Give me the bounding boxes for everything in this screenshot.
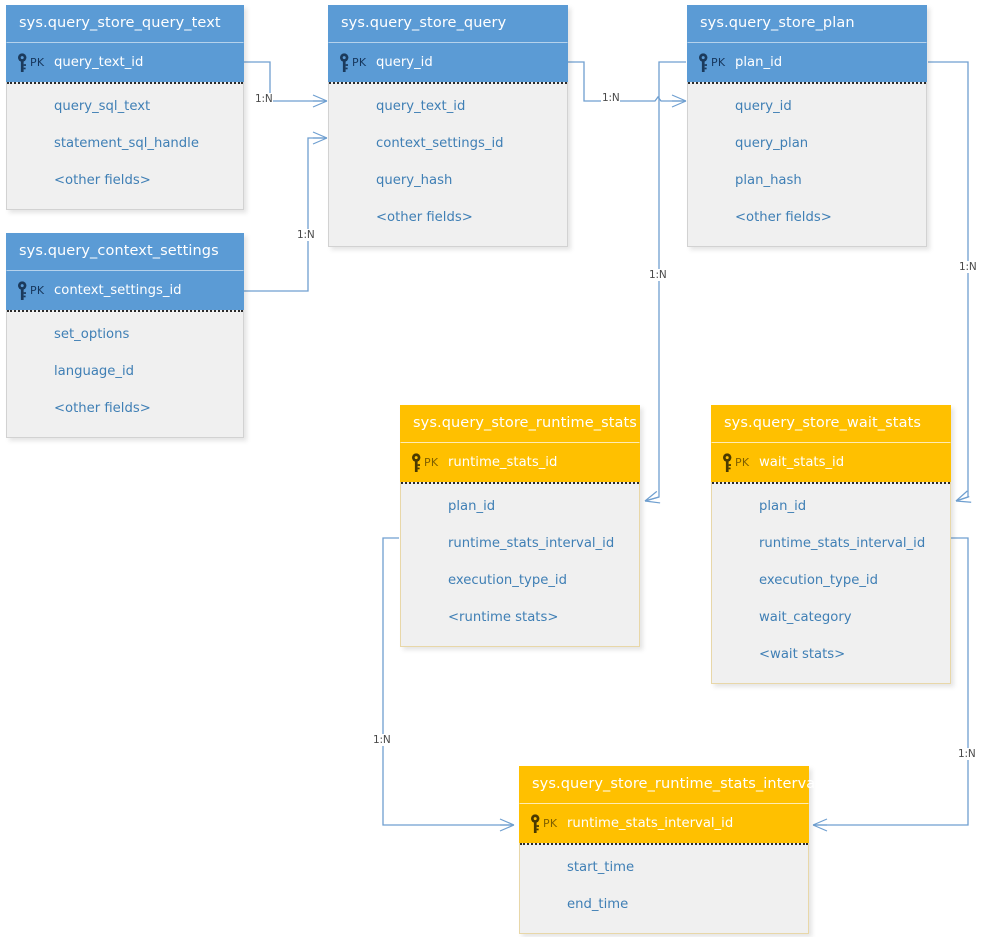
cardinality-label: 1:N (296, 229, 316, 241)
key-icon: PK (520, 813, 567, 834)
key-icon: PK (401, 452, 448, 473)
pk-badge: PK (30, 284, 45, 297)
key-icon: PK (329, 52, 376, 73)
pk-separator (401, 482, 639, 484)
connector-context_settings-to-query (244, 131, 328, 292)
field-row: runtime_stats_interval_id (448, 536, 615, 551)
field-row: statement_sql_handle (54, 136, 199, 151)
entity-primary-key-row[interactable]: PK wait_stats_id (711, 442, 951, 482)
entity-primary-key-row[interactable]: PK context_settings_id (6, 270, 244, 310)
cardinality-label: 1:N (601, 92, 621, 104)
entity-fields: set_options language_id <other fields> (6, 310, 244, 438)
entity-fields: plan_id runtime_stats_interval_id execut… (400, 482, 640, 647)
cardinality-label: 1:N (958, 261, 978, 273)
field-row: plan_id (448, 499, 496, 514)
field-row: <runtime stats> (448, 610, 559, 625)
entity-fields: query_id query_plan plan_hash <other fie… (687, 82, 927, 247)
pk-badge: PK (424, 456, 439, 469)
entity-title: sys.query_store_query_text (6, 5, 244, 42)
pk-badge: PK (543, 817, 558, 830)
entity-query-store-runtime-stats[interactable]: sys.query_store_runtime_stats PK runtime… (400, 405, 643, 650)
pk-separator (520, 843, 808, 845)
entity-fields: query_sql_text statement_sql_handle <oth… (6, 82, 244, 210)
pk-field-name: plan_id (735, 55, 783, 70)
field-row: wait_category (759, 610, 852, 625)
field-row: language_id (54, 364, 135, 379)
field-row: <other fields> (376, 210, 473, 225)
field-row: query_plan (735, 136, 809, 151)
pk-separator (7, 82, 243, 84)
field-row: context_settings_id (376, 136, 504, 151)
pk-badge: PK (352, 56, 367, 69)
entity-query-store-wait-stats[interactable]: sys.query_store_wait_stats PK wait_stats… (711, 405, 954, 687)
connector-query-to-plan (568, 61, 687, 108)
key-icon: PK (712, 452, 759, 473)
cardinality-label: 1:N (648, 269, 668, 281)
pk-badge: PK (735, 456, 750, 469)
field-row: query_id (735, 99, 792, 114)
entity-primary-key-row[interactable]: PK query_id (328, 42, 568, 82)
entity-primary-key-row[interactable]: PK query_text_id (6, 42, 244, 82)
entity-query-store-query-text[interactable]: sys.query_store_query_text PK query_text… (6, 5, 247, 213)
entity-primary-key-row[interactable]: PK plan_id (687, 42, 927, 82)
field-row: query_sql_text (54, 99, 151, 114)
entity-query-store-plan[interactable]: sys.query_store_plan PK plan_id query_id… (687, 5, 930, 250)
pk-badge: PK (30, 56, 45, 69)
field-row: runtime_stats_interval_id (759, 536, 926, 551)
entity-primary-key-row[interactable]: PK runtime_stats_interval_id (519, 803, 809, 843)
entity-title: sys.query_store_wait_stats (711, 405, 951, 442)
entity-fields: query_text_id context_settings_id query_… (328, 82, 568, 247)
entity-title: sys.query_context_settings (6, 233, 244, 270)
entity-fields: start_time end_time (519, 843, 809, 934)
field-row: <other fields> (54, 173, 151, 188)
pk-field-name: context_settings_id (54, 283, 182, 298)
entity-query-store-runtime-stats-interval[interactable]: sys.query_store_runtime_stats_interval P… (519, 766, 819, 937)
entity-fields: plan_id runtime_stats_interval_id execut… (711, 482, 951, 684)
pk-field-name: query_id (376, 55, 433, 70)
connector-plan-to-runtime_stats (644, 61, 686, 504)
field-row: execution_type_id (759, 573, 878, 588)
field-row: query_text_id (376, 99, 466, 114)
field-row: <other fields> (54, 401, 151, 416)
pk-field-name: wait_stats_id (759, 455, 845, 470)
field-row: plan_hash (735, 173, 802, 188)
field-row: end_time (567, 897, 629, 912)
field-row: query_hash (376, 173, 453, 188)
entity-primary-key-row[interactable]: PK runtime_stats_id (400, 442, 640, 482)
entity-title: sys.query_store_plan (687, 5, 927, 42)
field-row: <wait stats> (759, 647, 846, 662)
key-icon: PK (688, 52, 735, 73)
pk-separator (688, 82, 926, 84)
entity-title: sys.query_store_runtime_stats_interval (519, 766, 819, 803)
pk-badge: PK (711, 56, 726, 69)
cardinality-label: 1:N (372, 734, 392, 746)
entity-title: sys.query_store_runtime_stats (400, 405, 640, 442)
entity-query-context-settings[interactable]: sys.query_context_settings PK context_se… (6, 233, 247, 441)
entity-query-store-query[interactable]: sys.query_store_query PK query_id query_… (328, 5, 571, 250)
pk-separator (7, 310, 243, 312)
pk-separator (712, 482, 950, 484)
pk-field-name: runtime_stats_id (448, 455, 558, 470)
field-row: <other fields> (735, 210, 832, 225)
cardinality-label: 1:N (957, 748, 977, 760)
pk-field-name: runtime_stats_interval_id (567, 816, 734, 831)
pk-separator (329, 82, 567, 84)
key-icon: PK (7, 280, 54, 301)
cardinality-label: 1:N (254, 93, 274, 105)
field-row: set_options (54, 327, 130, 342)
entity-title: sys.query_store_query (328, 5, 568, 42)
pk-field-name: query_text_id (54, 55, 144, 70)
field-row: start_time (567, 860, 635, 875)
field-row: execution_type_id (448, 573, 567, 588)
key-icon: PK (7, 52, 54, 73)
field-row: plan_id (759, 499, 807, 514)
